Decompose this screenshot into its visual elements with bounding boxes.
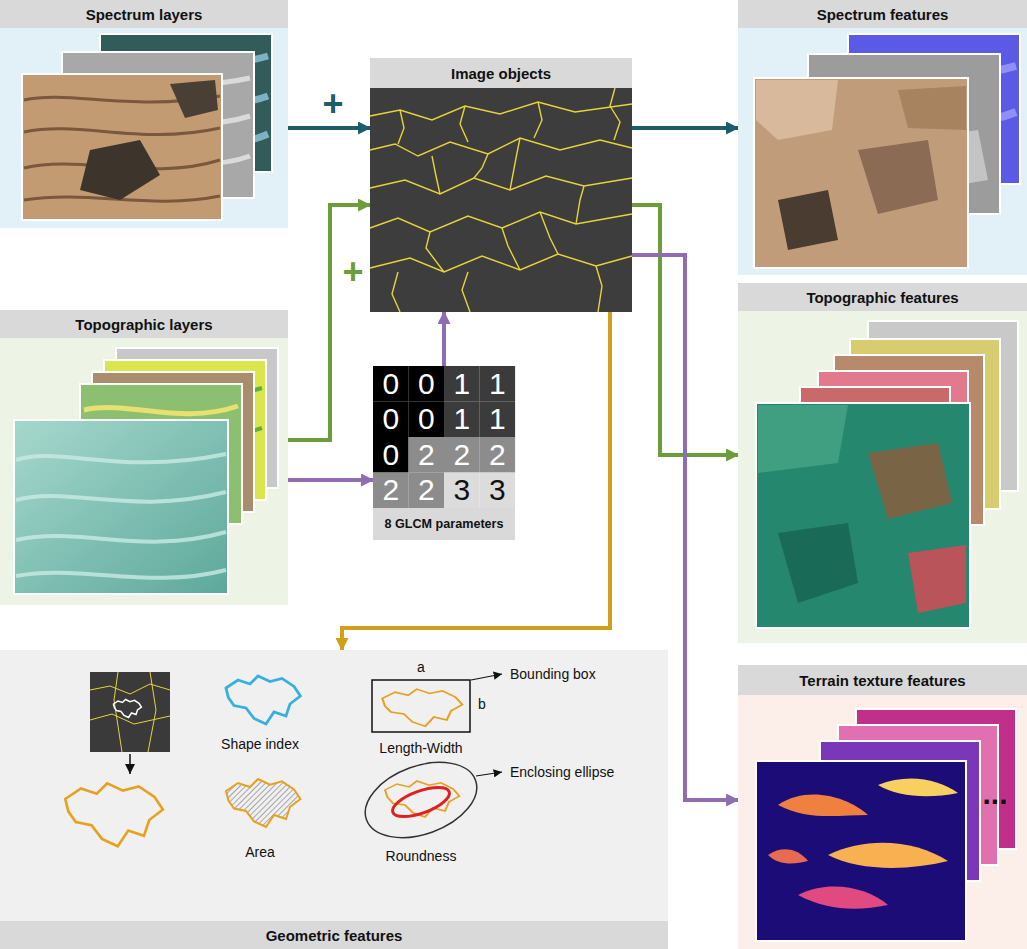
- callout-text-text: Bounding box: [510, 667, 596, 681]
- panel-title: Spectrum features: [817, 6, 949, 23]
- panel-title: Topographic layers: [75, 316, 212, 333]
- matrix-value: 3: [444, 473, 480, 509]
- matrix-value-text: 1: [453, 369, 470, 399]
- panel: Topographic layers: [0, 310, 288, 605]
- feature-name-text: Length-Width: [379, 741, 462, 755]
- panel: Image objects: [370, 58, 632, 312]
- ellipsis-text: ...: [982, 779, 1007, 809]
- panel-header: 8 GLCM parameters: [373, 508, 515, 540]
- panel: Spectrum features: [738, 0, 1027, 275]
- matrix-value-text: 2: [382, 475, 399, 505]
- matrix-value-text: 2: [418, 475, 435, 505]
- feature-name-text: Area: [245, 845, 275, 859]
- flow-arrow: [632, 126, 738, 130]
- panel: Topographic features: [738, 283, 1027, 643]
- matrix-value: 2: [409, 437, 445, 473]
- plus-sign: +: [318, 86, 348, 122]
- matrix-value-text: 3: [489, 475, 506, 505]
- panel-illustration: [0, 0, 288, 228]
- panel-header: Topographic features: [738, 283, 1027, 311]
- panel-illustration: [0, 310, 288, 605]
- callout-text: Enclosing ellipse: [510, 762, 650, 782]
- feature-name: Shape index: [200, 734, 320, 754]
- matrix-value: 2: [409, 473, 445, 509]
- matrix-value-text: 0: [418, 404, 435, 434]
- panel-header: Topographic layers: [0, 310, 288, 338]
- feature-name-text: Roundness: [386, 849, 457, 863]
- dimension-letter-text: a: [417, 660, 425, 674]
- panel-title: Topographic features: [806, 289, 958, 306]
- matrix-value-text: 0: [382, 404, 399, 434]
- matrix-value: 1: [480, 402, 516, 438]
- matrix-value-text: 3: [453, 475, 470, 505]
- panel-header: Spectrum layers: [0, 0, 288, 28]
- flow-arrow: [342, 312, 610, 650]
- matrix-value: 0: [409, 366, 445, 402]
- flow-arrow: [288, 205, 370, 440]
- panel: Spectrum layers: [0, 0, 288, 228]
- feature-name: Length-Width: [361, 738, 481, 758]
- flow-arrow: [442, 312, 446, 366]
- panel-title: Spectrum layers: [86, 6, 203, 23]
- matrix-value: 2: [444, 437, 480, 473]
- matrix-value-text: 0: [418, 369, 435, 399]
- matrix-value: 2: [480, 437, 516, 473]
- matrix-value: 0: [373, 366, 409, 402]
- panel-header: Image objects: [370, 58, 632, 88]
- matrix-value-text: 0: [382, 440, 399, 470]
- feature-name-text: Shape index: [221, 737, 299, 751]
- matrix-value-text: 2: [418, 440, 435, 470]
- matrix-value-text: 1: [453, 404, 470, 434]
- flow-arrow: [288, 126, 370, 130]
- matrix-value: 0: [373, 437, 409, 473]
- matrix-value: 1: [444, 366, 480, 402]
- panel-title: Terrain texture features: [799, 672, 965, 689]
- matrix-value-text: 1: [489, 369, 506, 399]
- panel: Geometric features: [0, 650, 668, 949]
- plus-sign: +: [338, 254, 368, 290]
- matrix-value-text: 2: [489, 440, 506, 470]
- panel-illustration: [738, 0, 1027, 275]
- plus-sign-text: +: [322, 86, 343, 122]
- feature-name: Roundness: [361, 846, 481, 866]
- dimension-letter: a: [411, 657, 431, 677]
- panel-title: Geometric features: [266, 927, 403, 944]
- panel-illustration: [370, 58, 632, 312]
- feature-name: Area: [220, 842, 300, 862]
- matrix-value-text: 0: [382, 369, 399, 399]
- panel-header: Geometric features: [0, 921, 668, 949]
- callout-text: Bounding box: [510, 664, 620, 684]
- matrix-value: 1: [480, 366, 516, 402]
- plus-sign-text: +: [342, 254, 363, 290]
- matrix-value: 0: [409, 402, 445, 438]
- ellipsis: ...: [970, 776, 1020, 812]
- panel-title: 8 GLCM parameters: [385, 517, 504, 531]
- matrix-value: 1: [444, 402, 480, 438]
- panel-illustration: [738, 283, 1027, 643]
- matrix-value: 0: [373, 402, 409, 438]
- matrix-value: 3: [480, 473, 516, 509]
- panel-header: Terrain texture features: [738, 665, 1027, 695]
- matrix-value-text: 2: [453, 440, 470, 470]
- callout-text-text: Enclosing ellipse: [510, 765, 614, 779]
- matrix-value-text: 1: [489, 404, 506, 434]
- panel-header: Spectrum features: [738, 0, 1027, 28]
- panel-illustration: [0, 650, 668, 949]
- dimension-letter-text: b: [478, 697, 486, 711]
- panel-title: Image objects: [451, 65, 551, 82]
- flow-arrow: [288, 478, 373, 482]
- matrix-value: 2: [373, 473, 409, 509]
- dimension-letter: b: [474, 694, 490, 714]
